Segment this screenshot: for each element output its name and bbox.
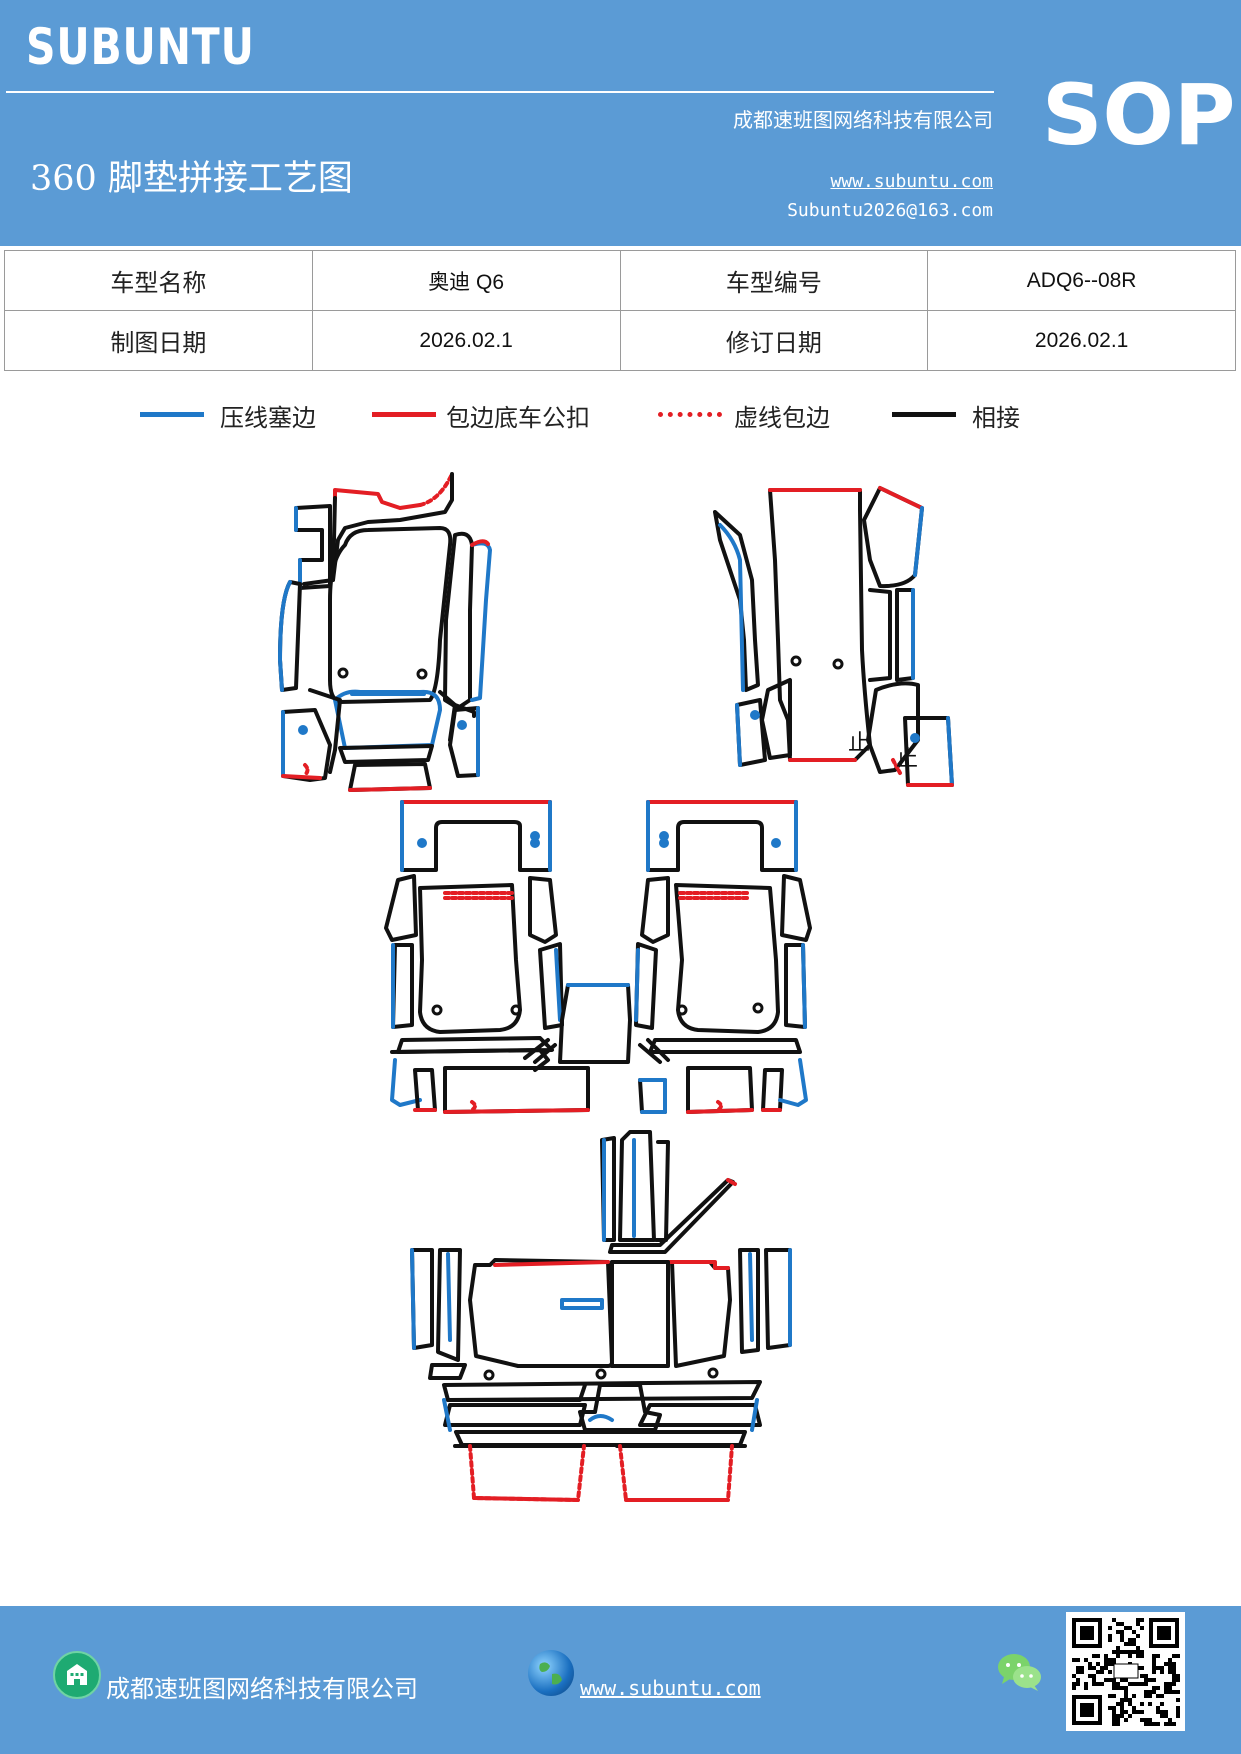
building-icon: [53, 1651, 101, 1699]
model-name-label: 车型名称: [4, 250, 313, 311]
header-company: 成都速班图网络科技有限公司: [733, 108, 993, 132]
second-row-right-mat: [634, 800, 812, 1114]
legend-swatch-black: [892, 412, 956, 417]
stop-mark-right: 止: [896, 747, 918, 772]
front-right-mat: [713, 486, 954, 787]
header-banner: [0, 0, 1241, 246]
legend-swatch-blue: [140, 412, 204, 417]
footer-website-link[interactable]: www.subuntu.com: [580, 1676, 761, 1700]
draw-date-label: 制图日期: [4, 310, 313, 371]
model-name-value: 奥迪 Q6: [311, 250, 621, 311]
globe-icon: [528, 1650, 574, 1696]
revision-date-label: 修订日期: [619, 310, 929, 371]
page-title: 360 脚垫拼接工艺图: [30, 159, 353, 199]
legend-swatch-red: [372, 412, 436, 417]
qr-code-graphic: [1072, 1618, 1180, 1726]
header-email[interactable]: Subuntu2026@163.com: [787, 200, 993, 221]
legend-swatch-red-dotted: [658, 412, 722, 417]
footer-company: 成都速班图网络科技有限公司: [106, 1675, 418, 1703]
sop-badge: SOP: [1042, 66, 1236, 164]
legend-label: 虚线包边: [734, 404, 830, 432]
table-row: 制图日期 2026.02.1 修订日期 2026.02.1: [4, 310, 1236, 371]
rear-trunk-mat: [410, 1130, 792, 1502]
vehicle-info-table: 车型名称 奥迪 Q6 车型编号 ADQ6--08R 制图日期 2026.02.1…: [4, 250, 1236, 371]
header-website-link[interactable]: www.subuntu.com: [830, 171, 993, 192]
model-code-label: 车型编号: [619, 250, 929, 311]
legend-label: 压线塞边: [220, 404, 316, 432]
stop-mark-left: 止: [848, 731, 870, 756]
table-row: 车型名称 奥迪 Q6 车型编号 ADQ6--08R: [4, 250, 1236, 311]
front-left-mat: [278, 472, 492, 792]
legend-label: 相接: [972, 404, 1020, 432]
second-row-left-mat: [384, 800, 590, 1114]
legend-label: 包边底车公扣: [446, 404, 590, 432]
wechat-icon[interactable]: [996, 1650, 1044, 1694]
revision-date-value: 2026.02.1: [927, 310, 1236, 371]
qr-code[interactable]: [1066, 1612, 1185, 1731]
model-code-value: ADQ6--08R: [927, 250, 1236, 311]
header-divider: [6, 91, 994, 93]
brand-logo: SUBUNTU: [26, 18, 255, 76]
draw-date-value: 2026.02.1: [311, 310, 621, 371]
